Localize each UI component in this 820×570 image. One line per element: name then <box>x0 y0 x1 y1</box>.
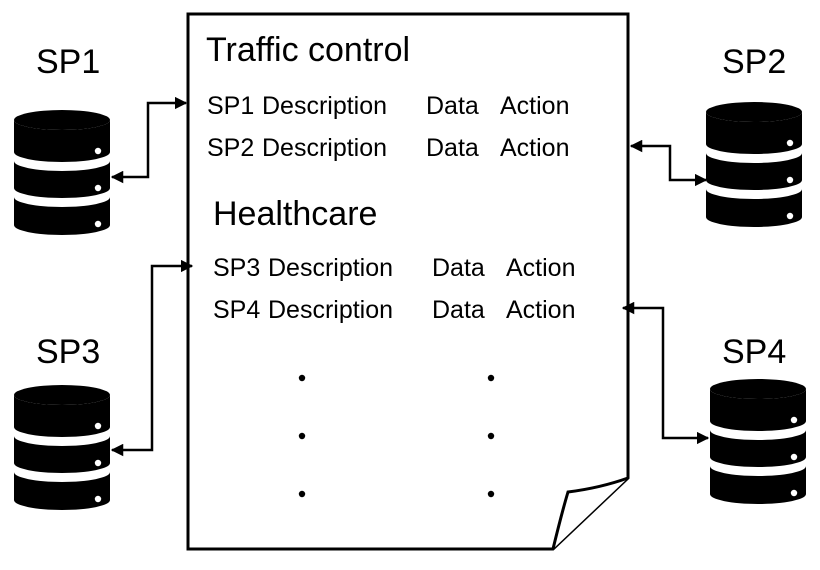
row-action: Action <box>506 296 575 324</box>
ellipsis-dot <box>298 490 306 498</box>
ellipsis-dot <box>298 374 306 382</box>
ellipsis-dot <box>298 432 306 440</box>
connector-sp1 <box>110 96 188 184</box>
connector-sp4 <box>621 301 710 445</box>
row-sp4: SP4 Description Data Action <box>213 296 575 324</box>
row-action: Action <box>500 92 569 120</box>
row-data: Data <box>432 254 485 282</box>
database-icon <box>706 102 802 227</box>
ellipsis-dots <box>298 374 495 498</box>
document-icon <box>186 12 630 551</box>
ellipsis-dot <box>487 374 495 382</box>
database-icon <box>710 379 806 504</box>
section-title-healthcare: Healthcare <box>213 195 377 233</box>
row-sp2: SP2 Description Data Action <box>207 134 569 162</box>
provider-label-sp1: SP1 <box>36 43 100 81</box>
connector-sp3 <box>110 259 194 457</box>
connector-sp2 <box>629 139 708 187</box>
database-icon <box>14 110 110 235</box>
folded-corner <box>551 476 629 550</box>
ellipsis-dot <box>487 490 495 498</box>
provider-label-sp3: SP3 <box>36 333 100 371</box>
row-description: Description <box>268 254 393 282</box>
row-sp-label: SP2 <box>207 134 254 162</box>
section-title-traffic-control: Traffic control <box>206 31 410 69</box>
provider-label-sp2: SP2 <box>722 43 786 81</box>
provider-label-sp4: SP4 <box>722 333 786 371</box>
row-description: Description <box>268 296 393 324</box>
row-data: Data <box>426 92 479 120</box>
row-sp-label: SP4 <box>213 296 260 324</box>
row-sp3: SP3 Description Data Action <box>213 254 575 282</box>
row-description: Description <box>262 134 387 162</box>
row-action: Action <box>506 254 575 282</box>
row-sp1: SP1 Description Data Action <box>207 92 569 120</box>
ellipsis-dot <box>487 432 495 440</box>
row-data: Data <box>432 296 485 324</box>
database-icon <box>14 385 110 510</box>
row-action: Action <box>500 134 569 162</box>
row-sp-label: SP1 <box>207 92 254 120</box>
row-data: Data <box>426 134 479 162</box>
row-sp-label: SP3 <box>213 254 260 282</box>
row-description: Description <box>262 92 387 120</box>
